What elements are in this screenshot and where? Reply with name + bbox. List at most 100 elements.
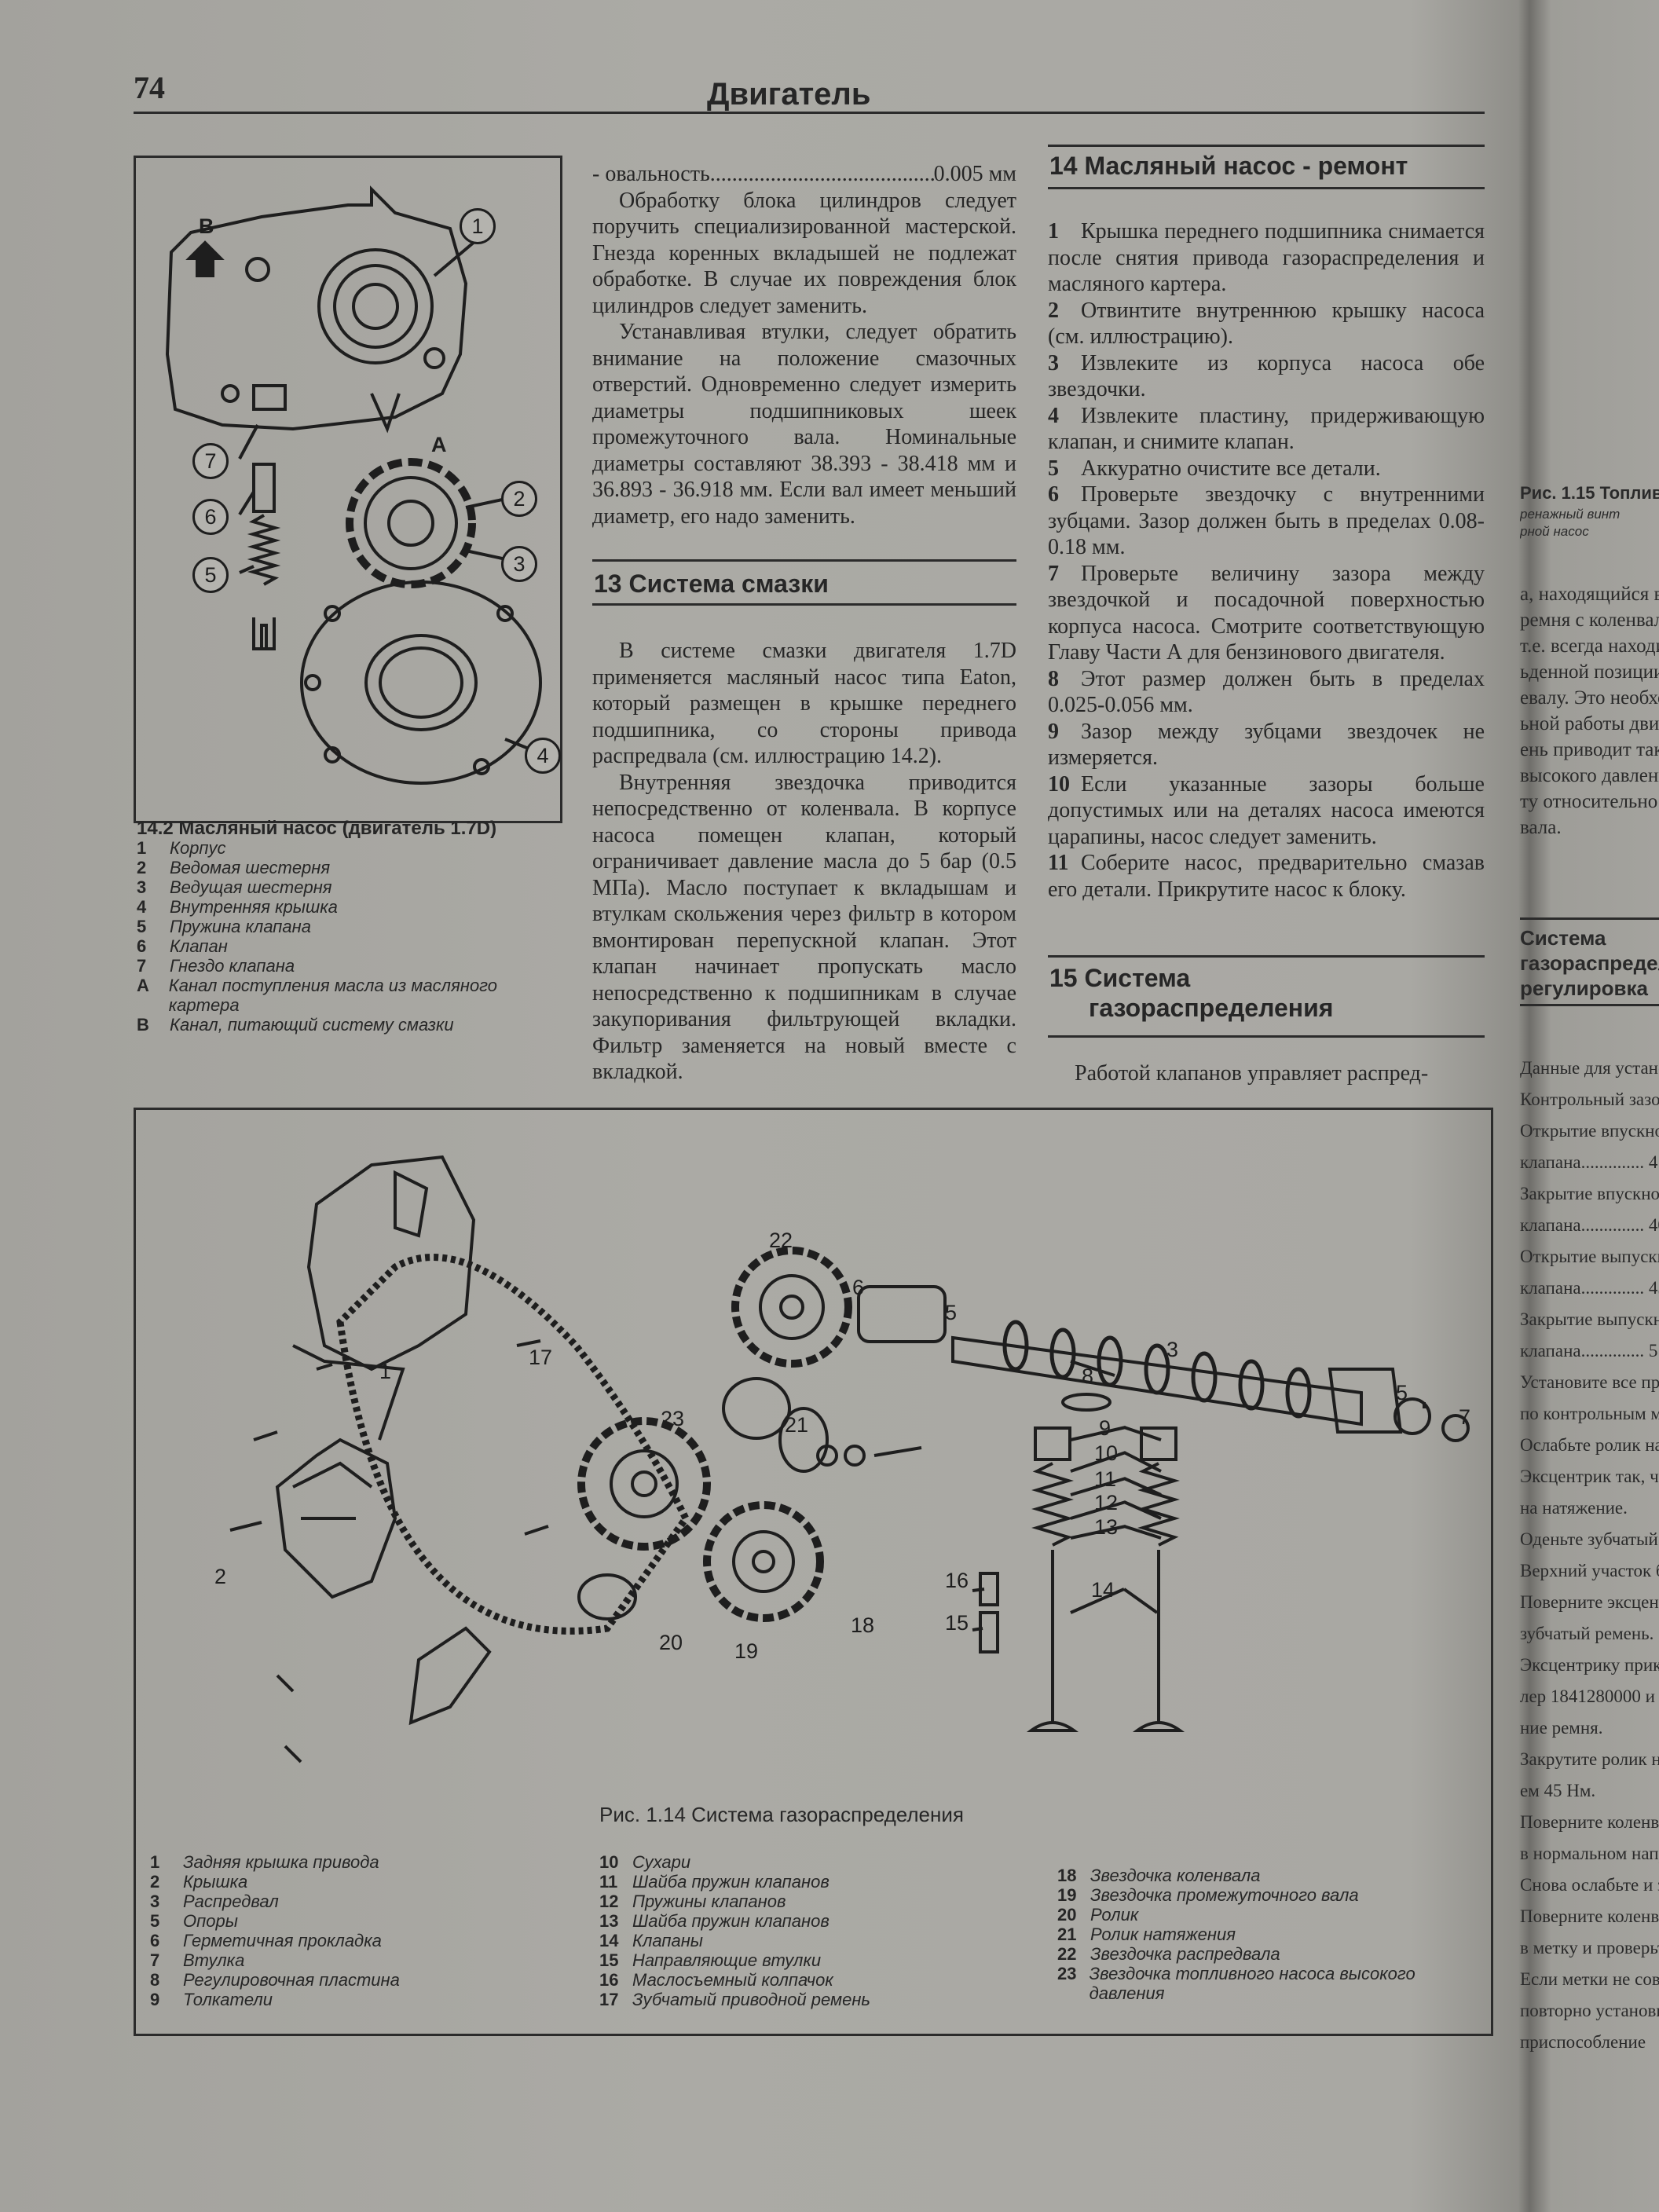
- legend-number: 6: [137, 936, 147, 956]
- step-text: Аккуратно очистите все детали.: [1081, 456, 1381, 481]
- section-14-heading: 14 Масляный насос - ремонт: [1049, 152, 1408, 180]
- section-rule: [592, 559, 1016, 562]
- step-number: 2: [1048, 298, 1059, 323]
- legend-text: Маслосъемный колпачок: [632, 1970, 833, 1990]
- text-line: клапана.............. 4: [1520, 1152, 1658, 1172]
- text-line: Установите все привод: [1520, 1372, 1659, 1392]
- callout-3: 3: [501, 546, 537, 582]
- legend-text: Шайба пружин клапанов: [632, 1911, 830, 1931]
- column-2: - овальность ...........................…: [592, 161, 1016, 529]
- legend-number: 18: [1057, 1866, 1077, 1885]
- text-line: а, находящийся в го: [1520, 584, 1659, 605]
- legend-number: 14: [599, 1931, 619, 1950]
- step-number: 3: [1048, 350, 1059, 375]
- legend-item: B Канал, питающий систему смазки: [137, 1015, 561, 1035]
- oil-pump-drawing: [165, 185, 542, 785]
- legend-text: Корпус: [170, 838, 226, 858]
- step-text: Отвинтите внутреннюю крышку насоса (см. …: [1048, 298, 1485, 350]
- legend-text: Внутренняя крышка: [170, 897, 338, 917]
- legend-text: Канал поступления масла из масляного кар…: [168, 976, 498, 1015]
- step-number: 1: [1048, 219, 1059, 244]
- section-rule: [1048, 1035, 1485, 1038]
- adjacent-text: а, находящийся в горемня с коленваломт.е…: [1520, 581, 1659, 840]
- figure-1-14-caption: Рис. 1.14 Система газораспределения: [599, 1803, 964, 1826]
- callout-16: 16: [945, 1569, 969, 1592]
- text-line: на натяжение.: [1520, 1498, 1628, 1518]
- text-line: т.е. всегда находит: [1520, 635, 1659, 657]
- legend-number: 23: [1057, 1964, 1077, 1983]
- text-line: Контрольный зазор кла: [1520, 1090, 1659, 1109]
- callout-11: 11: [1094, 1467, 1117, 1491]
- caption-title: 14.2 Масляный насос (двигатель 1.7D): [137, 818, 497, 839]
- step-text: Проверьте звездочку с внутренними зубцам…: [1048, 482, 1485, 559]
- text-line: повторно установи: [1520, 2001, 1659, 2020]
- legend-text: Канал, питающий систему смазки: [170, 1015, 454, 1035]
- step-number: 5: [1048, 456, 1059, 481]
- text-line: клапана.............. 5: [1520, 1341, 1658, 1361]
- paragraph: Внутренняя звездочка приводится непосред…: [592, 770, 1016, 1085]
- callout-7: 7: [192, 443, 229, 479]
- legend-text: Ролик натяжения: [1090, 1925, 1236, 1944]
- paragraph: В системе смазки двигателя 1.7D применяе…: [592, 639, 1016, 768]
- callout-22: 22: [769, 1229, 793, 1252]
- text-line: Оденьте зубчатый реме: [1520, 1529, 1659, 1549]
- header-rule: [134, 112, 1485, 114]
- callout-6: 6: [852, 1276, 865, 1299]
- step-text: Извлеките пластину, придерживающую клапа…: [1048, 403, 1485, 455]
- text-line: Поверните коленвал на д: [1520, 1812, 1659, 1832]
- callout-a: A: [431, 433, 447, 456]
- step-number: 7: [1048, 561, 1059, 586]
- legend-number: 8: [150, 1970, 160, 1990]
- text-line: высокого давления,: [1520, 765, 1659, 786]
- callout-5-right: 5: [1396, 1381, 1408, 1404]
- legend-number: 16: [599, 1970, 619, 1990]
- step-number: 8: [1048, 666, 1059, 691]
- text-line: ем 45 Нм.: [1520, 1781, 1596, 1800]
- legend-text: Толкатели: [183, 1990, 273, 2009]
- callout-18: 18: [851, 1613, 875, 1637]
- step-text: Если указанные зазоры больше допустимых …: [1048, 771, 1485, 849]
- legend-text: Ведущая шестерня: [170, 877, 332, 897]
- text-line: ние ремня.: [1520, 1718, 1603, 1738]
- text-line: клапана.............. 45: [1520, 1278, 1659, 1298]
- text-line: газораспределен: [1520, 951, 1659, 975]
- callout-1: 1: [460, 208, 496, 244]
- legend-text: Втулка: [183, 1950, 245, 1970]
- timing-system-drawing: [229, 1155, 1470, 1763]
- legend-text: Крышка: [183, 1872, 248, 1892]
- paragraph: Устанавливая втулки, следует обратить вн…: [592, 320, 1016, 529]
- text-line: Поверните коленвал: [1520, 1906, 1659, 1926]
- legend-number: 4: [137, 897, 147, 917]
- legend-item: 16 Маслосъемный колпачок: [599, 1970, 1008, 1990]
- text-line: в нормальном направ: [1520, 1844, 1659, 1863]
- adjacent-fig-item: рной насос: [1520, 524, 1589, 539]
- text-line: в метку и проверьте, с: [1520, 1938, 1659, 1957]
- legend-number: A: [137, 976, 149, 995]
- figure-timing-system: 1 2 3 5 6 7 8 9 10 11 12 13 14 15 16 17 …: [134, 1108, 1493, 2036]
- paragraph: Работой клапанов управляет распред-: [1075, 1061, 1429, 1086]
- legend-text: Герметичная прокладка: [183, 1931, 382, 1950]
- legend-number: B: [137, 1015, 149, 1035]
- text-line: Закрытие выпускного: [1520, 1309, 1659, 1329]
- legend-number: 10: [599, 1852, 619, 1872]
- callout-2: 2: [214, 1565, 227, 1588]
- adjacent-fig-caption: Рис. 1.15 Топливн: [1520, 483, 1659, 503]
- text-line: ьденной позиции по: [1520, 661, 1659, 683]
